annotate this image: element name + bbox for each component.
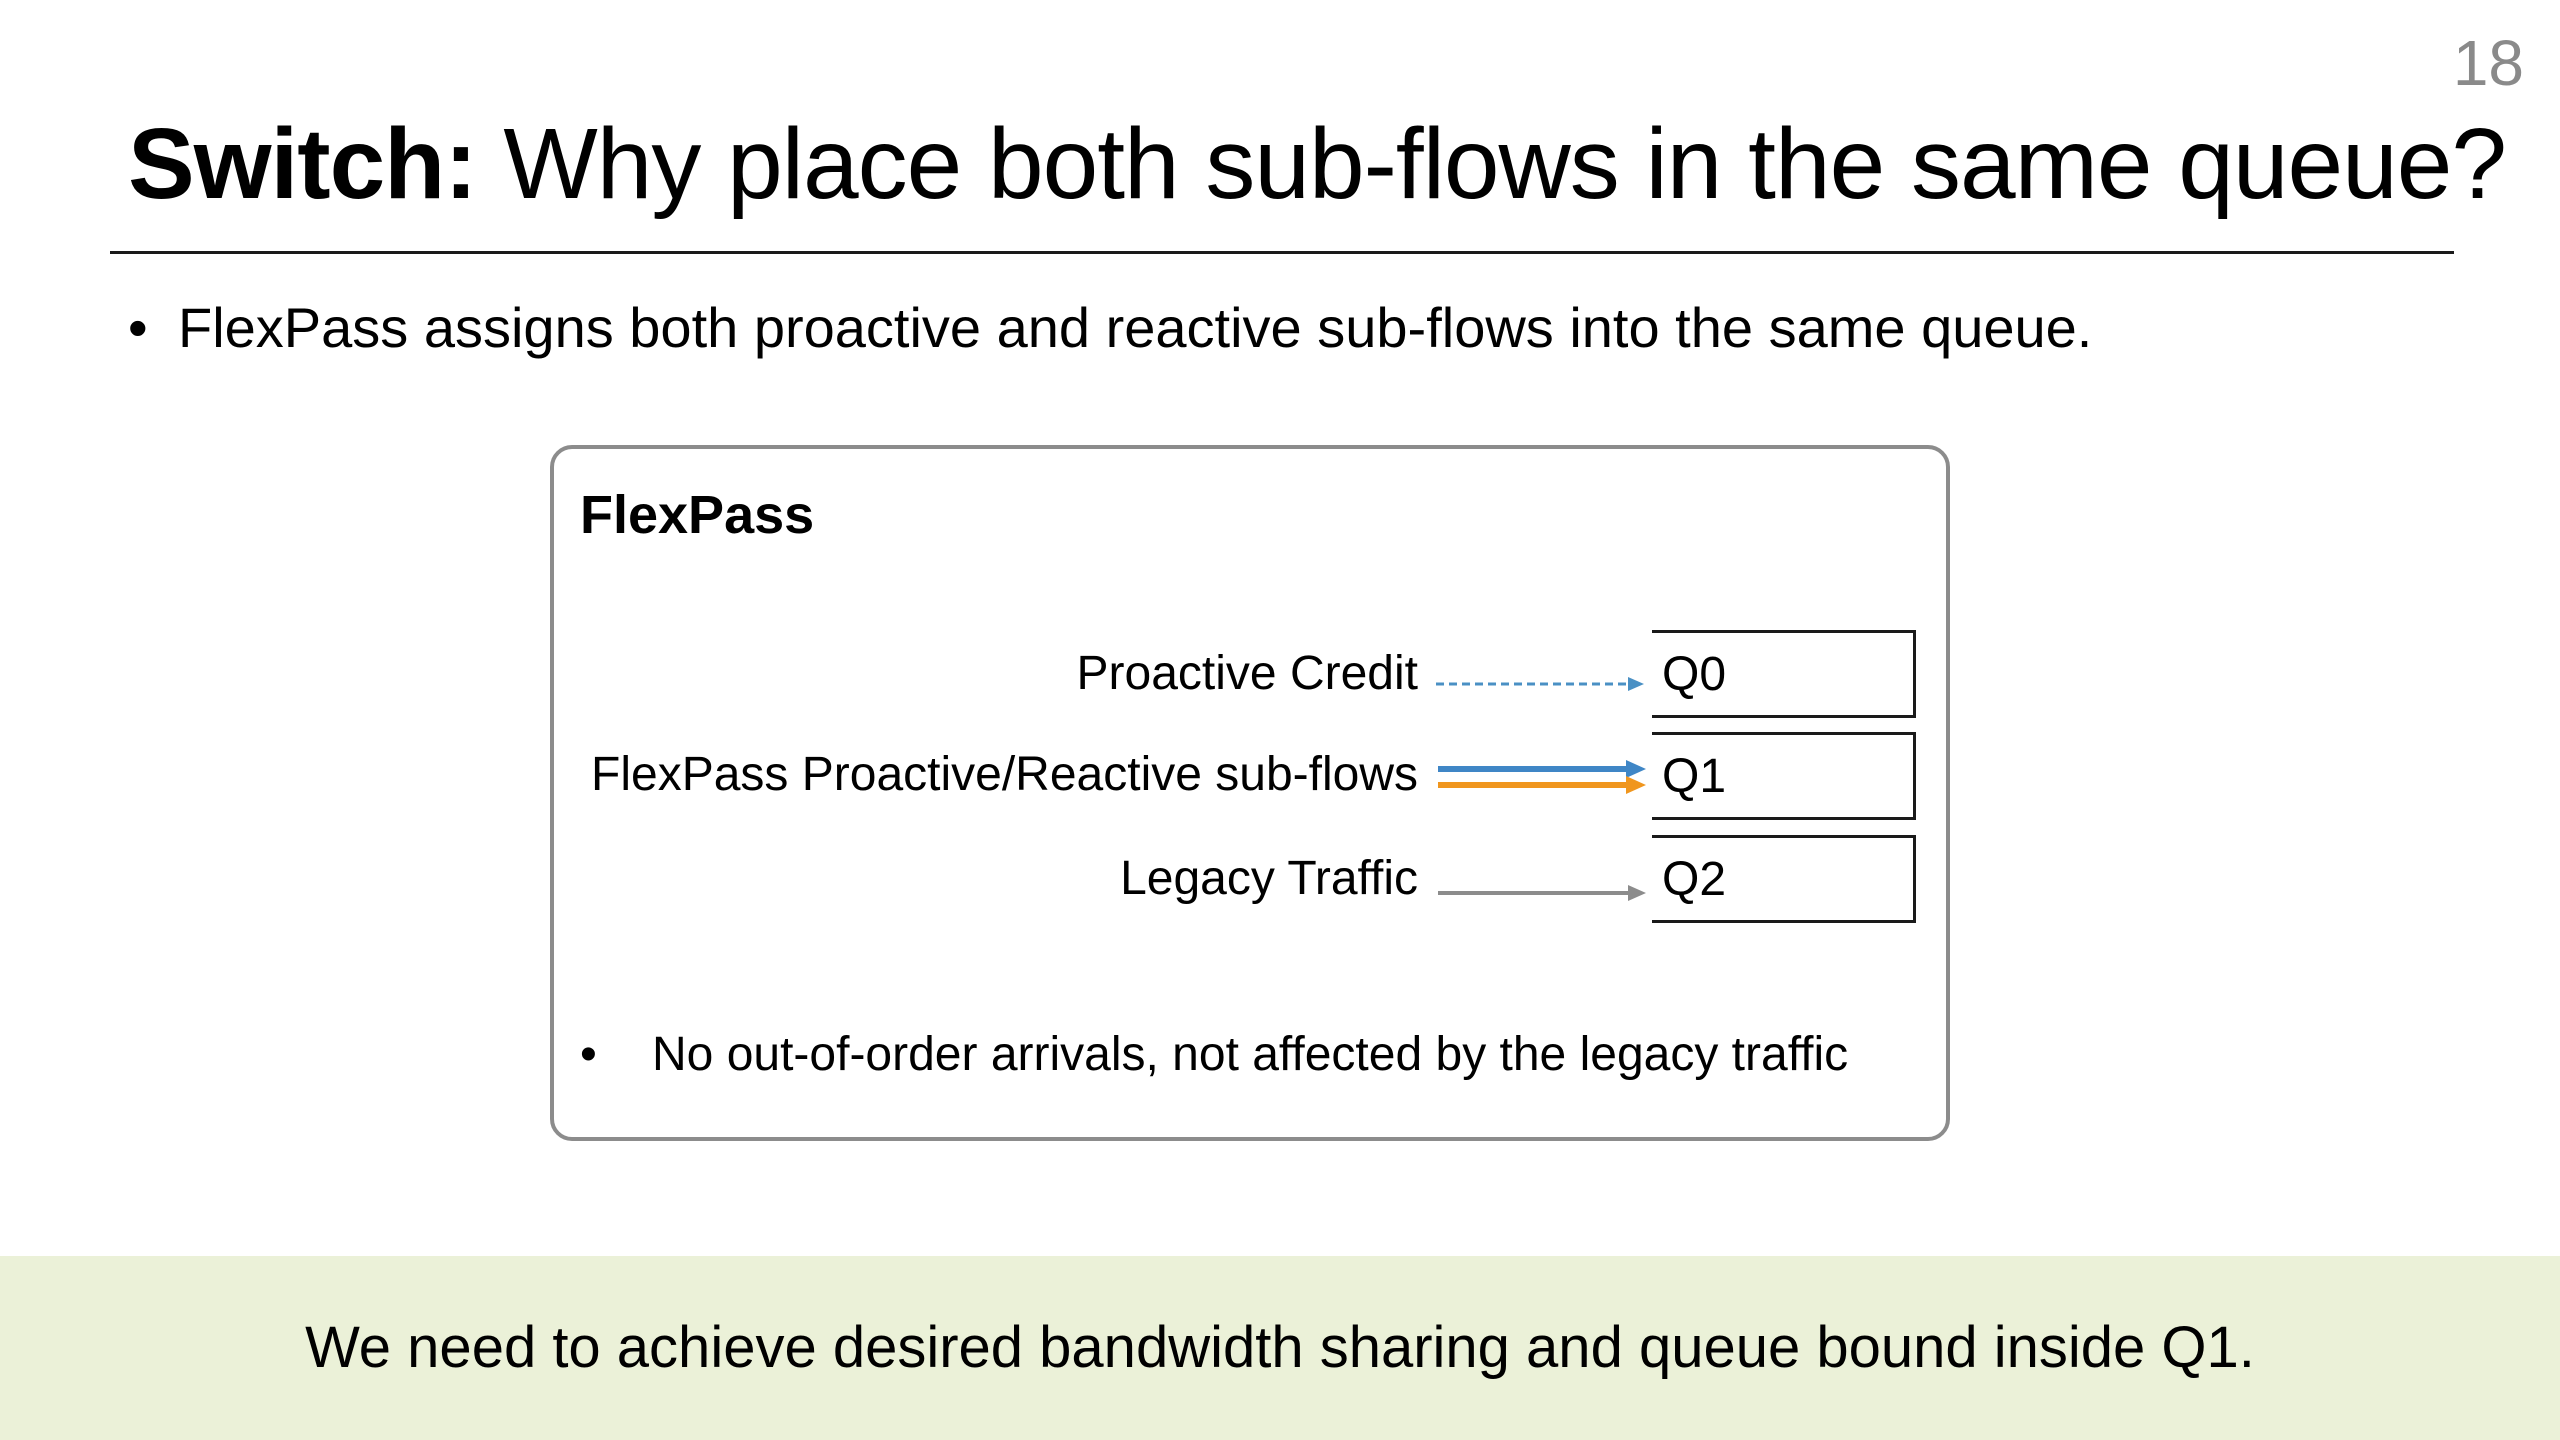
queue-label-q2: Q2 (1662, 853, 1727, 906)
arrow-reactive-subflow (1438, 776, 1646, 794)
footer-banner: We need to achieve desired bandwidth sha… (0, 1256, 2560, 1440)
queue-label-q1: Q1 (1662, 750, 1727, 803)
flexpass-diagram-panel: FlexPass Proactive Credit Q0 FlexPass Pr… (550, 445, 1950, 1141)
slide-title-bold: Switch: (128, 108, 478, 220)
panel-note-marker: • (580, 1028, 597, 1081)
title-divider (110, 251, 2454, 254)
queue-label-q0: Q0 (1662, 648, 1727, 701)
panel-note: • No out-of-order arrivals, not affected … (580, 1025, 1848, 1085)
footer-text: We need to achieve desired bandwidth sha… (305, 1315, 2255, 1380)
flow-arrows (1436, 677, 1646, 901)
queue-q0: Q0 (1652, 630, 1916, 718)
bullet-marker: • (128, 296, 148, 359)
row-label-legacy-traffic: Legacy Traffic (1120, 852, 1418, 905)
bullet-item: • FlexPass assigns both proactive and rea… (128, 292, 2092, 364)
row-label-flexpass-subflows: FlexPass Proactive/Reactive sub-flows (591, 748, 1418, 801)
arrow-proactive-credit (1436, 677, 1644, 691)
slide-title-text: Why place both sub-flows in the same que… (476, 108, 2507, 220)
panel-title: FlexPass (580, 485, 815, 545)
bullet-text: FlexPass assigns both proactive and reac… (178, 296, 2093, 359)
arrow-proactive-subflow (1438, 760, 1646, 778)
slide-title: Switch: Why place both sub-flows in the … (128, 108, 2507, 220)
panel-note-text: No out-of-order arrivals, not affected b… (652, 1028, 1849, 1081)
row-label-proactive-credit: Proactive Credit (1076, 647, 1418, 700)
queue-q2: Q2 (1652, 835, 1916, 923)
arrow-legacy-traffic (1438, 885, 1646, 901)
queue-q1: Q1 (1652, 732, 1916, 820)
slide-number: 18 (2452, 27, 2524, 99)
